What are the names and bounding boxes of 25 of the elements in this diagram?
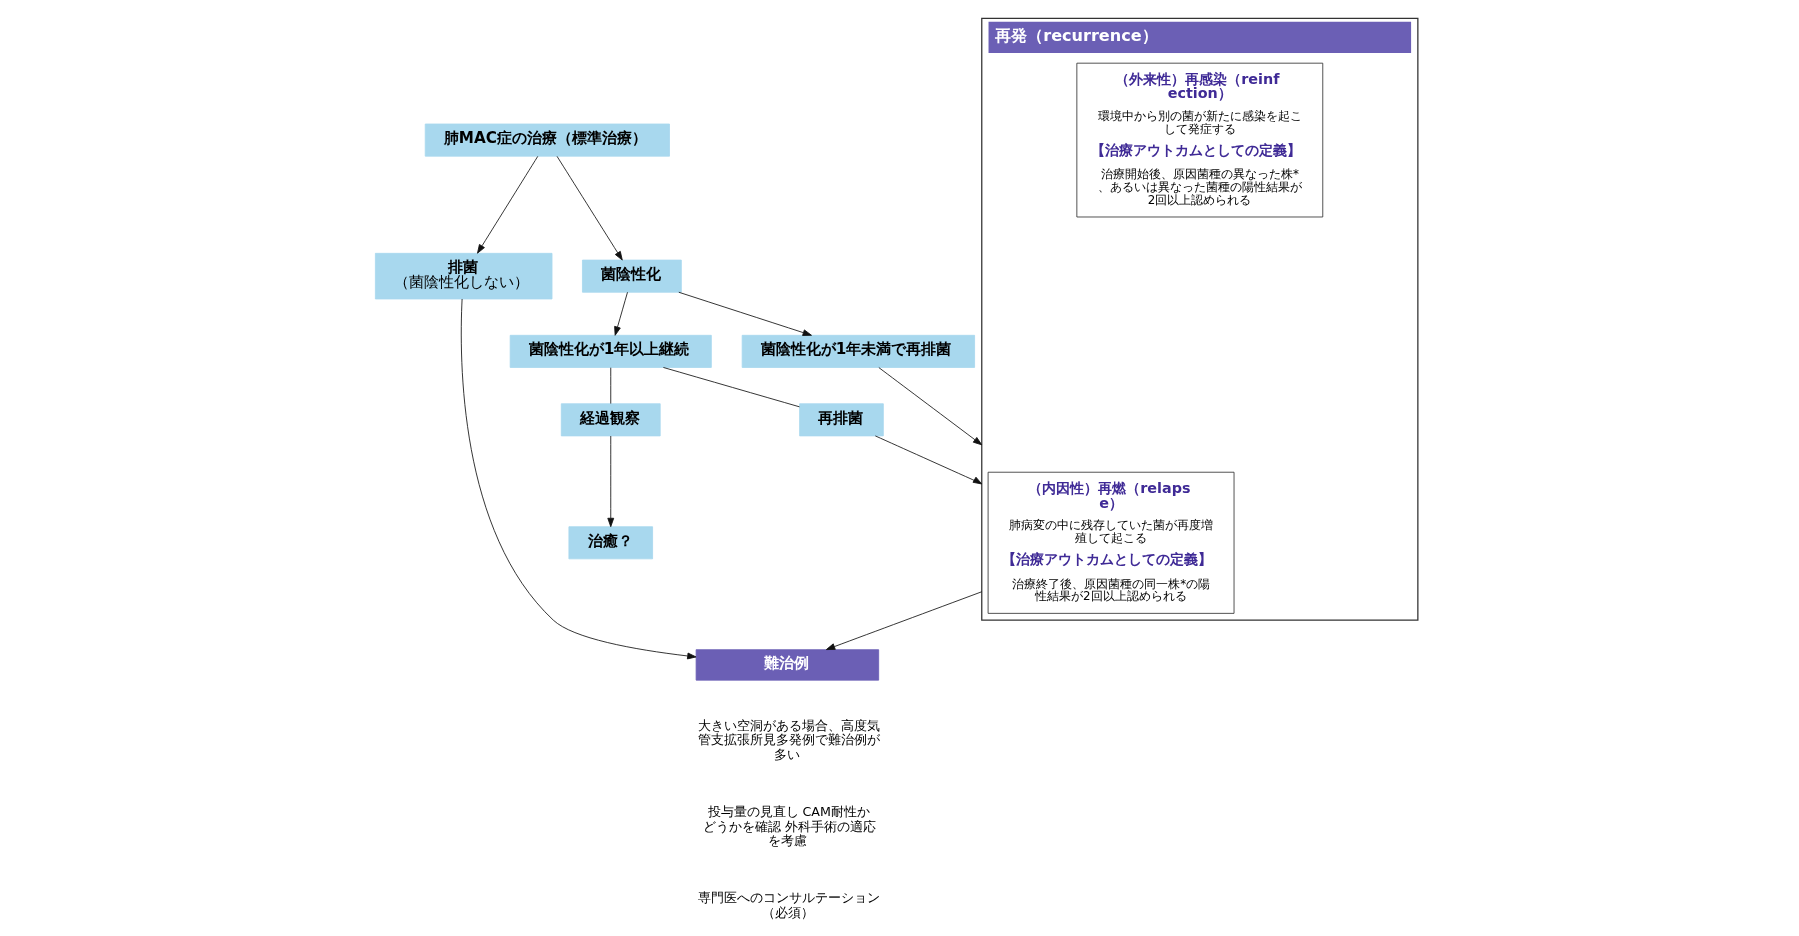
node-label: 大きい空洞がある場合、高度気管支拡張所見多発例で難治例が多い bbox=[697, 717, 880, 762]
connector bbox=[662, 367, 800, 408]
arrow bbox=[613, 291, 628, 336]
node-box: 難治例 bbox=[695, 649, 879, 681]
arrow bbox=[874, 435, 982, 485]
node-box: 再排菌 bbox=[798, 403, 884, 437]
arrow bbox=[460, 298, 696, 660]
arrow bbox=[606, 435, 614, 528]
node-box: 排菌 （菌陰性化しない） bbox=[374, 252, 552, 300]
node-box: 菌陰性化が1年以上継続 bbox=[509, 334, 712, 368]
node-box: （外来性）再感染（reinfection） 環境中から別の菌が新たに感染を起こして発症する 【治療アウトカムとしての定義】 治療開始後、原因菌種の異なった株*、あるいは異なった菌種の陽性結果が2回以上認められる bbox=[1075, 62, 1323, 218]
arrow bbox=[825, 591, 982, 650]
arrow bbox=[476, 155, 538, 254]
node-box: 治癒？ bbox=[568, 526, 653, 560]
node-box: 菌陰性化が1年未満で再排菌 bbox=[741, 334, 975, 368]
node-box: 菌陰性化 bbox=[581, 259, 682, 293]
node-box: 肺MAC症の治療（標準治療） bbox=[424, 123, 670, 157]
arrow bbox=[677, 291, 812, 336]
arrow bbox=[556, 155, 623, 261]
arrow bbox=[877, 367, 982, 446]
node-box: 経過観察 bbox=[560, 403, 661, 437]
connector bbox=[609, 367, 611, 404]
node-label: 専門医へのコンサルテーション（必須） bbox=[697, 890, 880, 920]
node-label: 投与量の見直し CAM耐性かどうかを確認 外科手術の適応を考慮 bbox=[702, 804, 876, 848]
node-box: （内因性）再燃（relapse） 肺病変の中に残存していた菌が再度増殖して起こる 【治療アウトカムとしての定義】 治療終了後、原因菌種の同一株*の陽性結果が2回以上認められる bbox=[987, 471, 1234, 614]
